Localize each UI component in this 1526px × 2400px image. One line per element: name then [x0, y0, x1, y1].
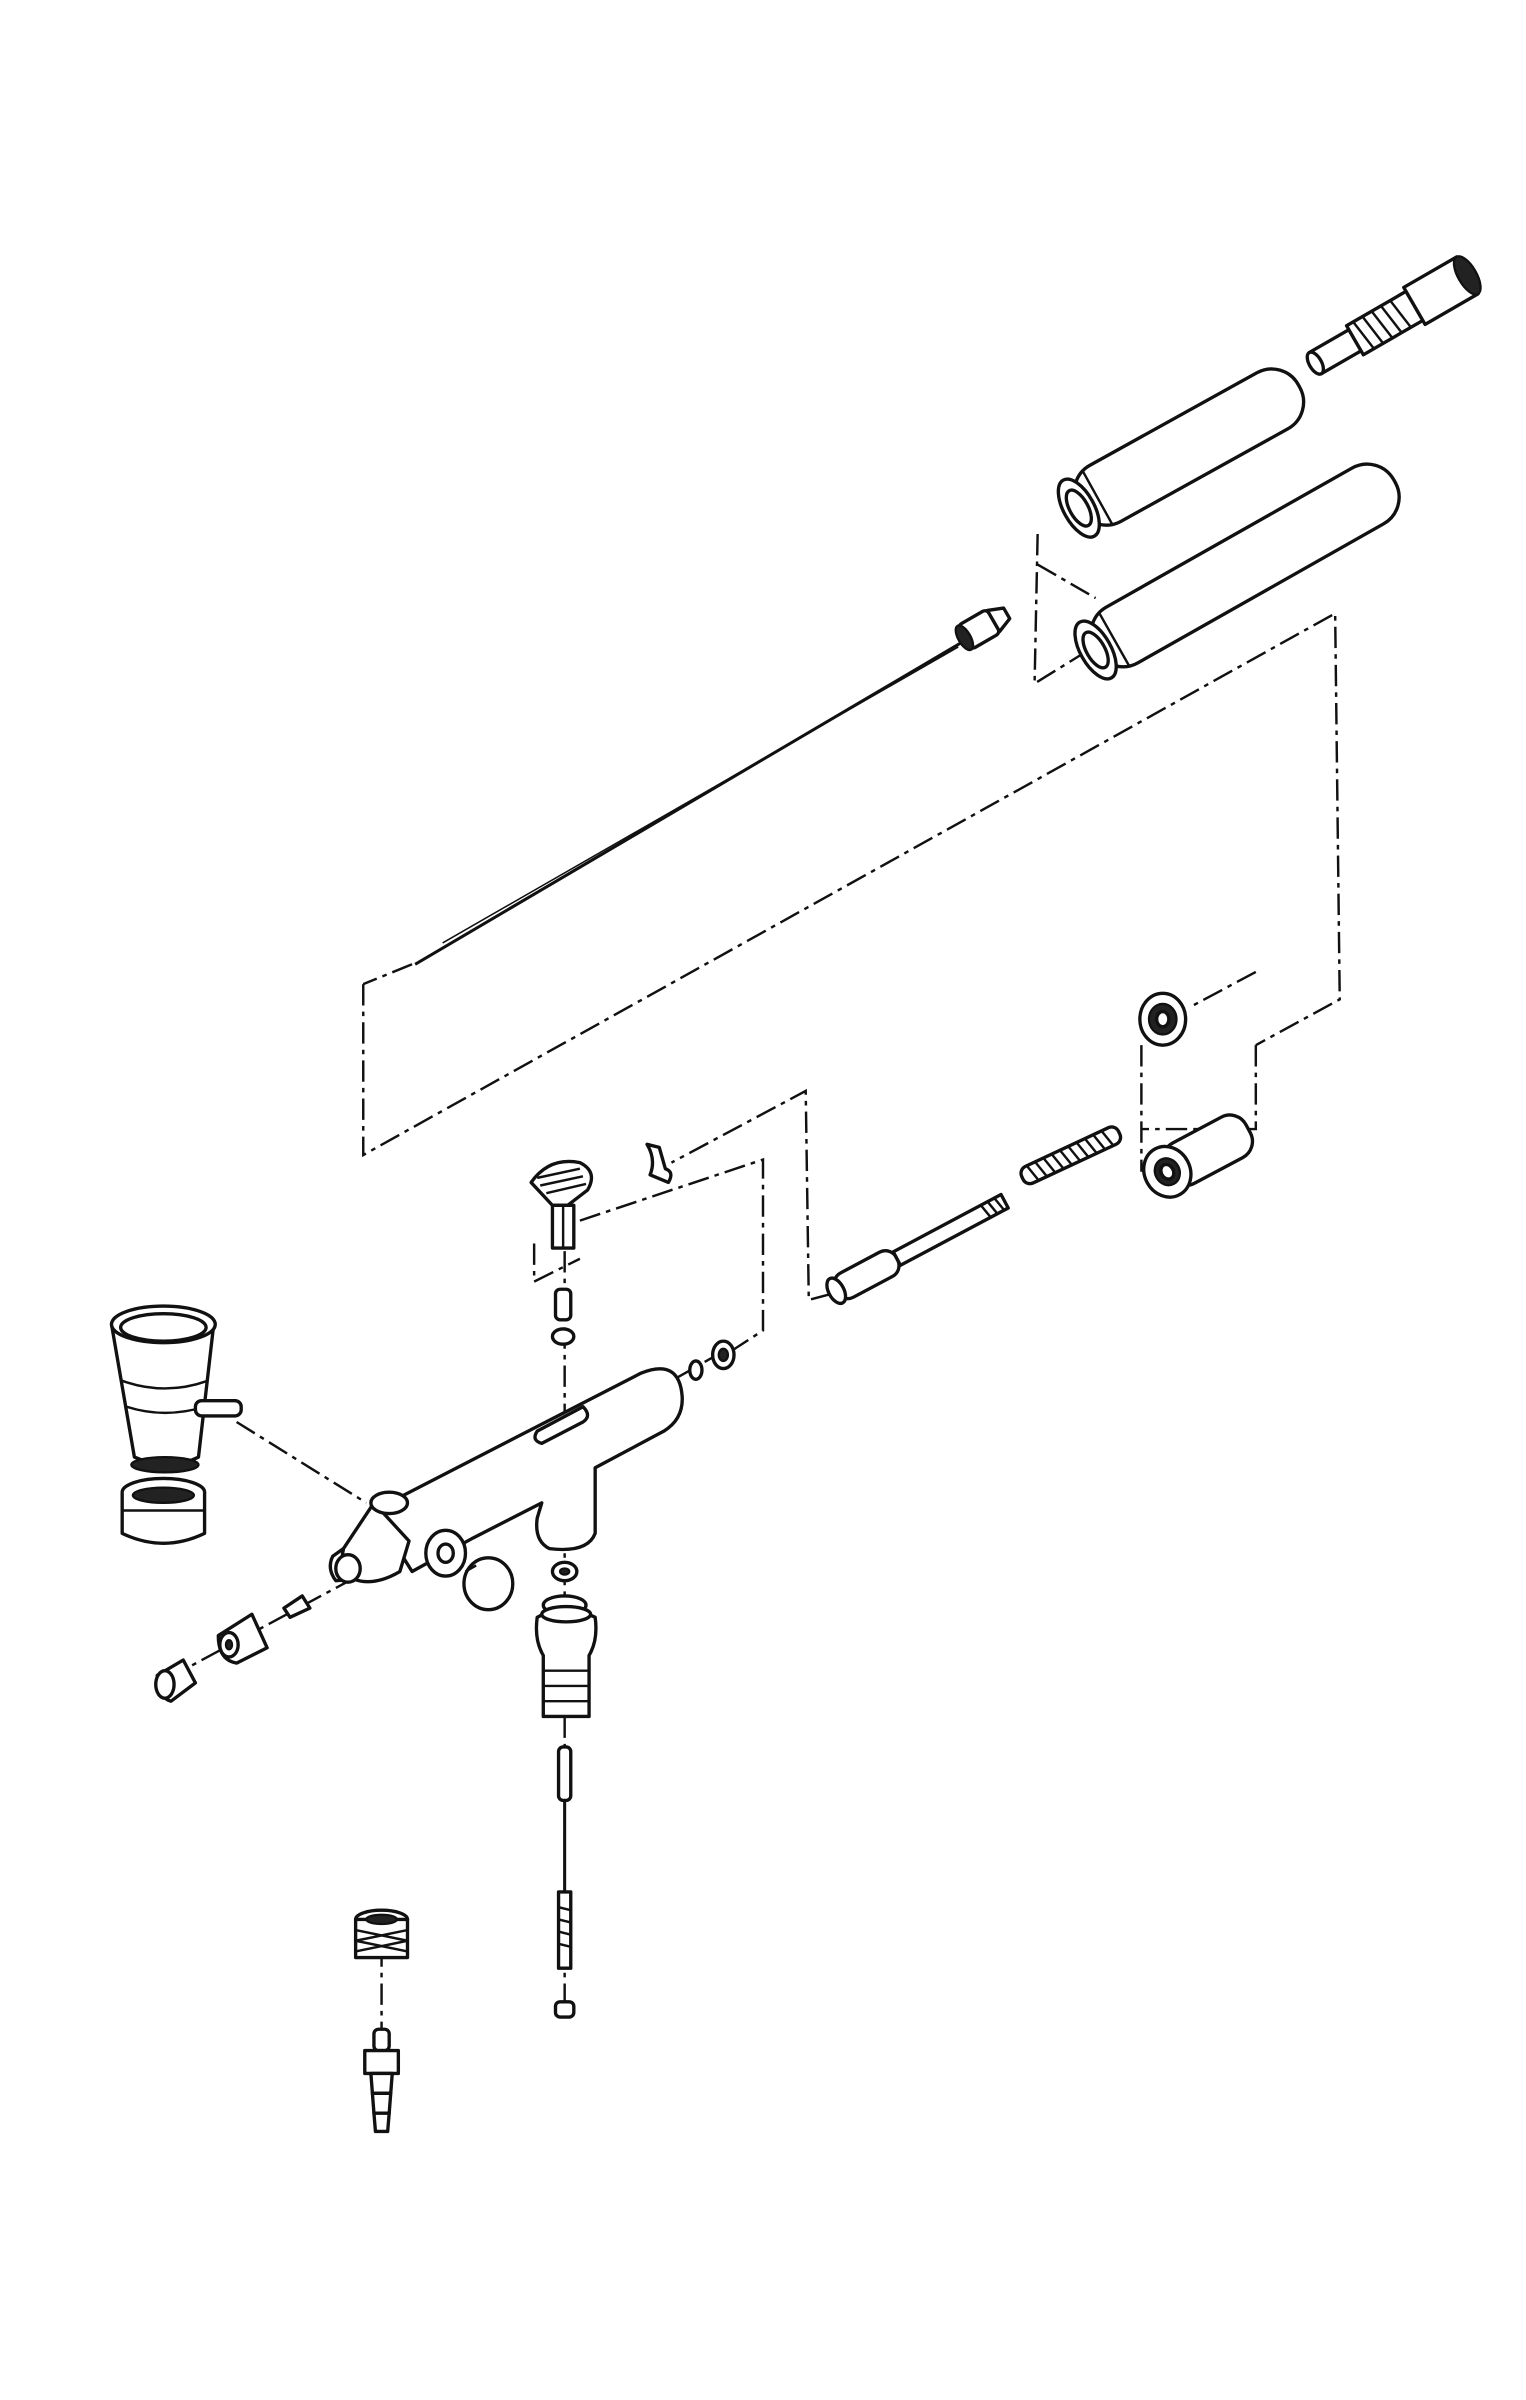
hose-nut	[353, 1908, 410, 1960]
air-valve-body	[534, 1594, 598, 1719]
needle-guide-tube	[1142, 1113, 1255, 1199]
nozzle-cap	[154, 1658, 198, 1703]
spring-guide-nut	[1138, 991, 1188, 1047]
lever-clip	[645, 1142, 673, 1185]
nozzle-tip	[282, 1594, 312, 1619]
nozzle-head	[216, 1612, 269, 1665]
assembly-guide-lines	[167, 533, 1341, 2053]
needle-chuck-nut	[954, 606, 1012, 652]
spring-rod	[825, 1192, 1010, 1306]
spring	[1019, 1125, 1123, 1186]
hose-connector	[363, 2027, 401, 2134]
valve-stem	[553, 1745, 576, 2019]
valve-nut	[550, 1560, 579, 1583]
handle-end-cap	[1305, 255, 1482, 376]
needle-adjuster-knob	[462, 1556, 515, 1612]
o-rings	[688, 1339, 736, 1381]
trigger	[529, 1159, 594, 1250]
short-handle	[1056, 367, 1306, 539]
airbrush-body	[328, 1367, 684, 1584]
paint-cup	[109, 1304, 243, 1474]
needle	[414, 639, 966, 966]
long-handle	[1073, 462, 1401, 681]
cup-lid	[120, 1476, 207, 1545]
trigger-pin	[550, 1287, 576, 1346]
